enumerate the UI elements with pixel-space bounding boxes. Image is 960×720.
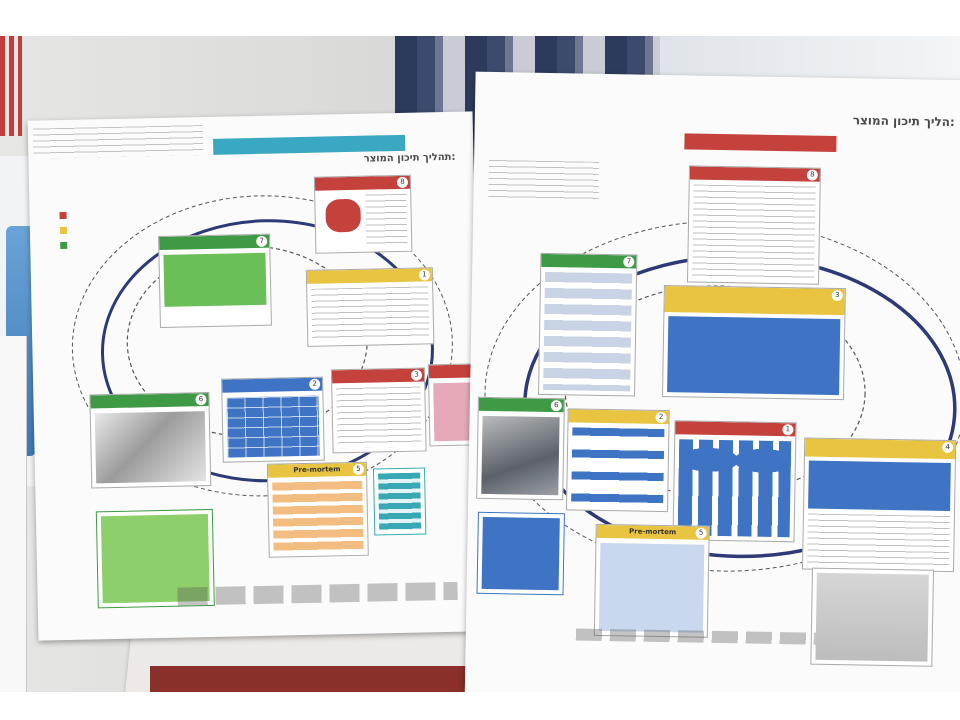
poster-right-step-8: 8 bbox=[686, 165, 821, 285]
wall-decoration bbox=[0, 36, 22, 136]
step-3-caption bbox=[664, 286, 845, 316]
step-5-panel bbox=[598, 542, 705, 633]
step-5-caption: Pre-mortem bbox=[596, 524, 709, 540]
poster-right-step-7: 7 bbox=[537, 252, 638, 397]
step-7-panel bbox=[163, 252, 267, 307]
poster-right-step-5: Pre-mortem 5 bbox=[593, 523, 710, 638]
step-1-caption bbox=[306, 268, 433, 284]
step-5-table bbox=[272, 480, 364, 553]
step-7-caption bbox=[541, 253, 637, 269]
poster-right-step-1: 1 bbox=[672, 420, 797, 543]
poster-left-side-panel bbox=[372, 467, 427, 536]
poster-right-step-2: 2 bbox=[565, 408, 670, 513]
poster-right: הליך תיכון המוצר: 8 7 3 6 bbox=[464, 71, 960, 692]
side-card bbox=[0, 336, 27, 692]
poster-left-step-5: Pre-mortem 5 bbox=[266, 461, 369, 558]
step-2-table bbox=[571, 427, 665, 508]
step-8-text bbox=[692, 184, 816, 280]
step-1-text bbox=[311, 286, 430, 342]
step-2-caption bbox=[568, 409, 669, 425]
poster-left: תהליך תיכון המוצר: 8 7 1 bbox=[27, 111, 484, 641]
poster-left-step-1: 1 bbox=[305, 267, 435, 347]
step-2-caption bbox=[222, 377, 323, 393]
side-panel-table bbox=[378, 472, 422, 531]
poster-left-step-8: 8 bbox=[313, 174, 413, 254]
poster-left-step-2: 2 bbox=[221, 376, 325, 463]
poster-right-step-4: 4 bbox=[801, 437, 957, 573]
step-5-caption: Pre-mortem bbox=[267, 462, 367, 478]
step-8-graphic bbox=[325, 198, 362, 233]
step-4-caption bbox=[804, 438, 956, 460]
step-8-caption bbox=[689, 166, 820, 182]
step-8-caption bbox=[314, 175, 411, 191]
poster-right-step-6: 6 bbox=[476, 396, 565, 501]
poster-left-step-7: 7 bbox=[158, 233, 272, 328]
sketch-image bbox=[815, 572, 929, 662]
step-6-caption bbox=[90, 392, 209, 409]
step-3-text bbox=[336, 386, 422, 449]
step-1-diagram bbox=[677, 439, 792, 538]
step-7-table bbox=[543, 271, 633, 392]
step-6-photos bbox=[94, 411, 207, 484]
poster-left-step-3: 3 bbox=[330, 367, 427, 454]
step-4-panel bbox=[808, 460, 951, 512]
step-8-text bbox=[365, 193, 408, 248]
poster-left-step-6: 6 bbox=[89, 391, 212, 489]
step-7-caption bbox=[159, 234, 270, 250]
step-1-caption bbox=[675, 421, 796, 437]
step-6-photo bbox=[481, 415, 560, 496]
poster-right-summary bbox=[476, 511, 565, 596]
step-3-panel bbox=[667, 316, 841, 396]
poster-right-step-3: 3 bbox=[661, 285, 846, 401]
photo-scene: תהליך תיכון המוצר: 8 7 1 bbox=[0, 36, 960, 692]
summary-panel bbox=[481, 516, 560, 591]
step-2-table bbox=[226, 395, 320, 458]
step-4-text bbox=[807, 513, 950, 568]
poster-right-sketch bbox=[810, 567, 935, 667]
